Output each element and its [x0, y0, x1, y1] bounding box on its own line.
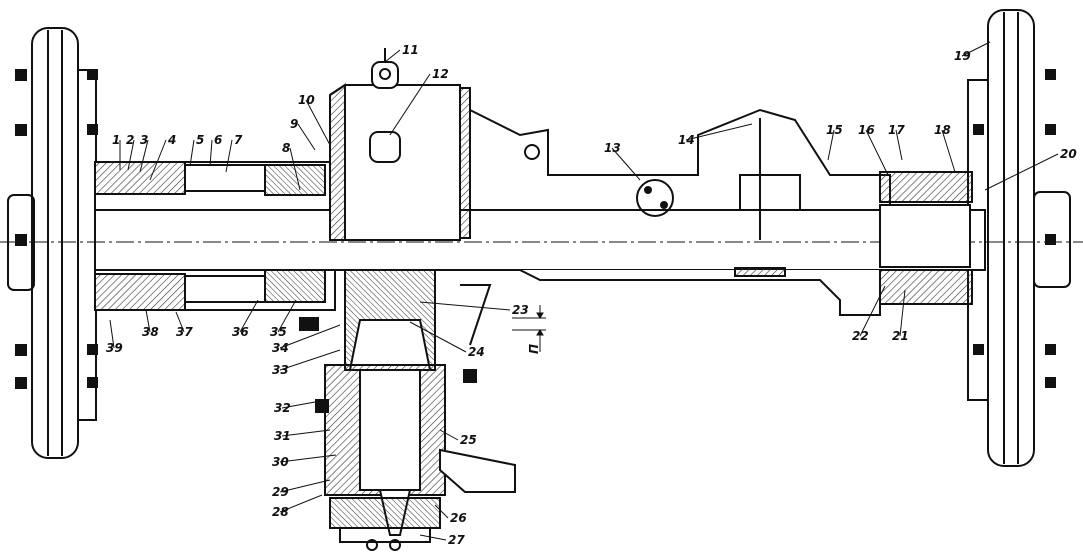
callout-leader-line: [419, 534, 447, 541]
callout-leader-line: [384, 49, 401, 63]
callout-leader-line: [611, 147, 641, 181]
callout-leader-line: [439, 429, 459, 441]
callout-label: 9: [290, 117, 298, 131]
callout-leader-line: [145, 309, 151, 333]
callout-label: 30: [272, 455, 289, 469]
callout-label: 37: [176, 325, 193, 339]
callout-label: 8: [282, 141, 290, 155]
callout-leader-line: [239, 299, 259, 333]
callout-leader-line: [419, 301, 511, 311]
callout-label: 32: [274, 401, 291, 415]
callout-leader-line: [109, 319, 115, 349]
right-axle-housing: [460, 108, 973, 346]
callout-leader-line: [297, 123, 316, 151]
right-wheel-bolts: [973, 69, 1056, 388]
axle-shaft: [0, 209, 1083, 271]
callout-leader-line: [175, 311, 185, 333]
callout-leader-line: [279, 349, 341, 371]
callout-label: 3: [140, 133, 148, 147]
right-wheel: [967, 9, 1071, 467]
callout-label: 29: [272, 485, 289, 499]
callout-label: 1: [112, 133, 120, 147]
callout-label: 17: [888, 123, 905, 137]
callout-label: 31: [274, 429, 291, 443]
left-wheel-bolts: [15, 69, 98, 389]
callout-label: 15: [826, 123, 843, 137]
callout-leader-line: [865, 129, 889, 176]
callout-label: 19: [954, 49, 971, 63]
left-wheel: [7, 27, 98, 459]
dimension-mark: [512, 305, 546, 352]
callout-label: 33: [272, 363, 289, 377]
callout-leader-line: [279, 494, 323, 513]
callout-leaders: [109, 41, 1059, 541]
callout-leader-line: [277, 299, 297, 333]
callout-leader-line: [389, 73, 431, 136]
callout-leader-line: [139, 139, 149, 173]
callout-label: 35: [270, 325, 287, 339]
callout-leader-line: [685, 123, 753, 141]
callout-leader-line: [827, 129, 835, 161]
callout-leader-line: [434, 504, 449, 519]
drive-shaft-assembly: [299, 269, 516, 551]
callout-leader-line: [409, 321, 467, 353]
callout-leader-line: [209, 139, 213, 167]
callout-leader-line: [279, 324, 341, 349]
callout-label: 21: [892, 329, 909, 343]
callout-leader-line: [281, 399, 327, 409]
callout-label: 10: [298, 93, 315, 107]
callout-label: 18: [934, 123, 951, 137]
callout-leader-line: [225, 139, 233, 173]
dimension-label: П: [527, 344, 541, 354]
callout-label: 12: [432, 67, 449, 81]
callout-label: 5: [196, 133, 204, 147]
callout-leader-line: [289, 147, 301, 191]
callout-label: 38: [142, 325, 159, 339]
central-gear-casing: [329, 48, 471, 241]
callout-label: 13: [604, 141, 621, 155]
callout-label: 39: [106, 341, 123, 355]
callout-leader-line: [189, 139, 195, 167]
callout-label: 11: [402, 43, 419, 57]
callout-leader-line: [984, 153, 1059, 191]
callout-label: 4: [167, 133, 176, 147]
callout-leader-line: [281, 429, 331, 437]
callout-label: 20: [1060, 147, 1077, 161]
callout-leader-line: [941, 129, 956, 173]
callout-label: 16: [858, 123, 875, 137]
callout-label: 22: [852, 329, 869, 343]
callout-label: 28: [272, 505, 289, 519]
callout-label: 7: [234, 133, 243, 147]
callout-label: 6: [214, 133, 222, 147]
callout-leader-line: [859, 285, 886, 337]
callout-leader-line: [149, 139, 167, 181]
callout-label: 2: [126, 133, 134, 147]
callout-leader-line: [127, 139, 135, 171]
callout-leader-line: [279, 479, 331, 493]
callout-leader-line: [279, 454, 337, 463]
callout-label: 27: [448, 533, 465, 547]
callout-label: 24: [468, 345, 485, 359]
callout-label: 25: [460, 433, 477, 447]
callout-label: 34: [272, 341, 289, 355]
callout-leader-line: [895, 129, 903, 161]
callout-leader-line: [899, 289, 906, 337]
callout-label: 26: [450, 511, 467, 525]
callout-label: 14: [678, 133, 695, 147]
callout-leader-line: [961, 41, 991, 57]
callout-label: 23: [512, 303, 529, 317]
callout-label: 36: [232, 325, 249, 339]
callout-leader-line: [305, 99, 331, 146]
